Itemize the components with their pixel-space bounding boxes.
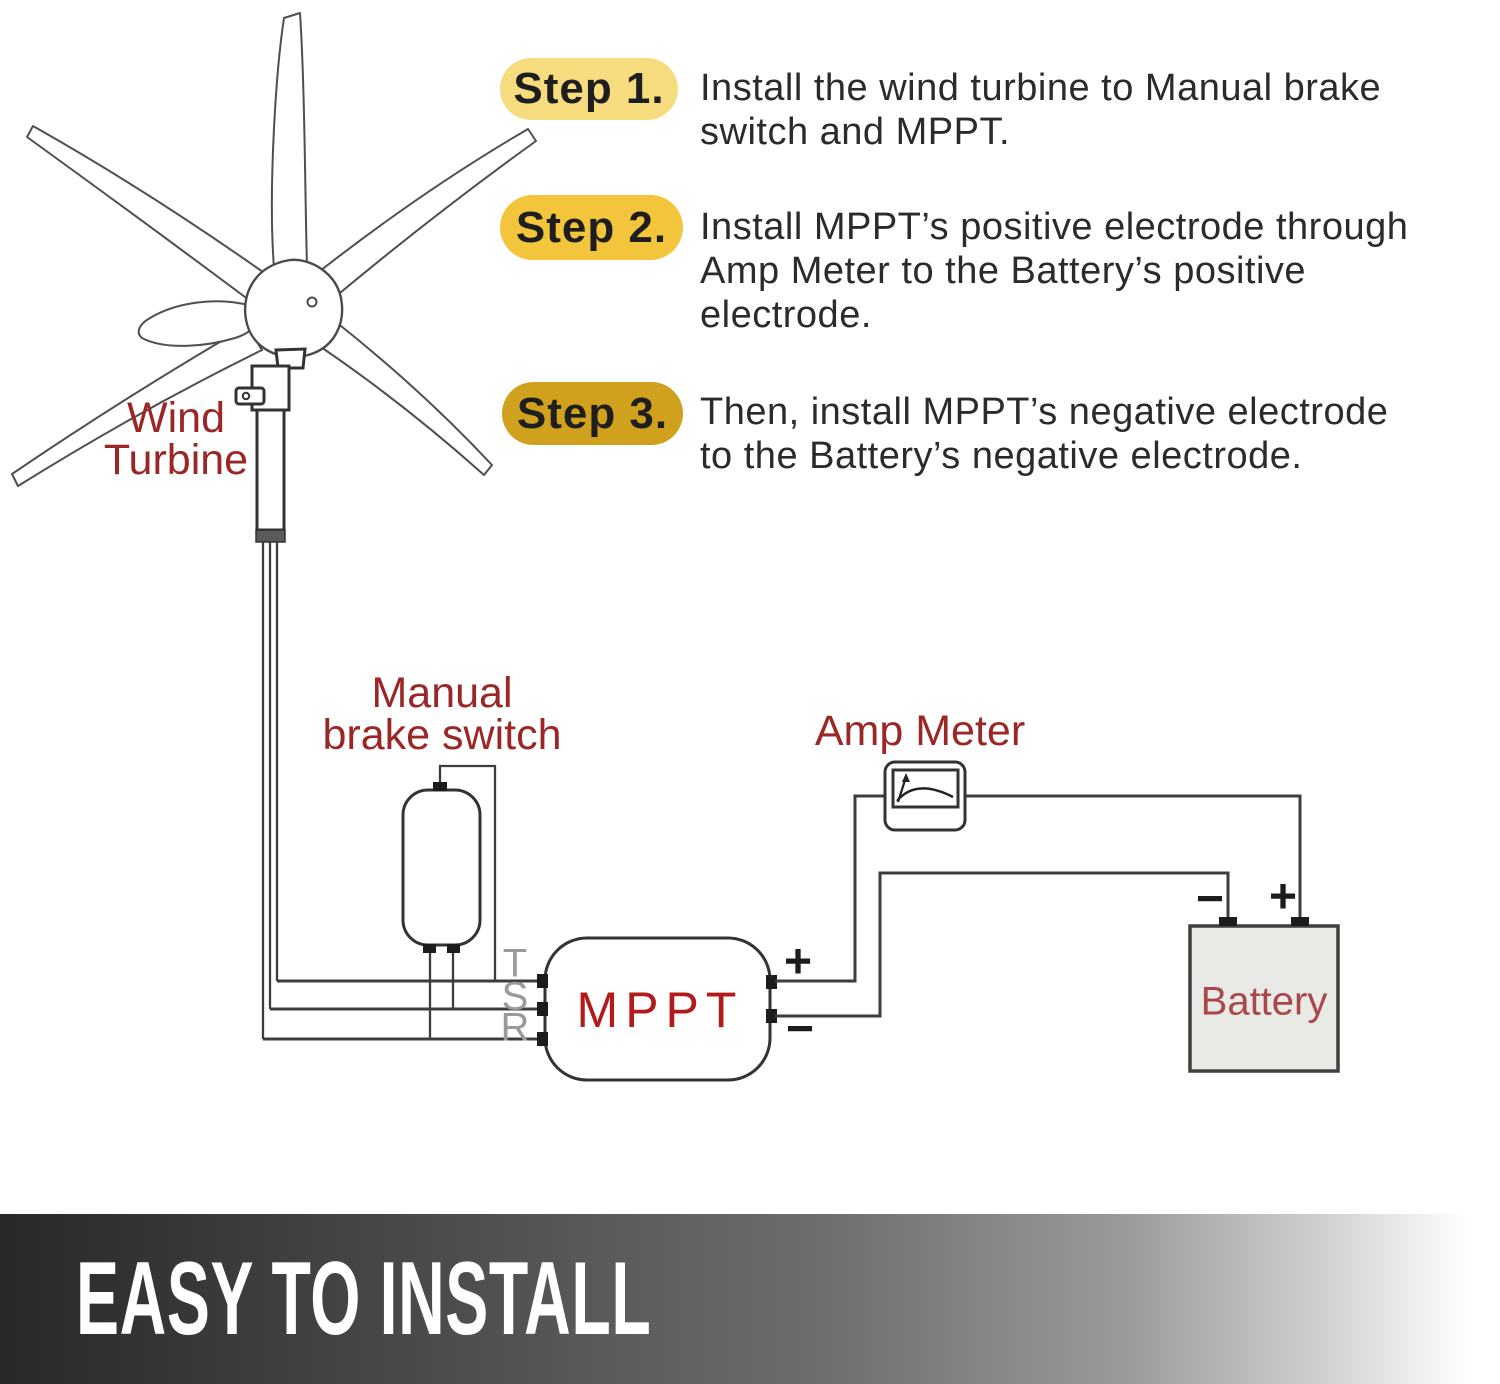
- wire-negative-mppt-to-battery: [775, 871, 1230, 1018]
- battery-terminal-plus: [1291, 917, 1309, 926]
- wind-turbine-label-line1: Wind: [127, 394, 225, 442]
- banner-title: EASY TO INSTALL: [76, 1240, 652, 1357]
- mast-clamp-bolt: [241, 391, 251, 401]
- wind-turbine-drawing: [11, 12, 537, 543]
- brake-switch-body: [401, 788, 482, 947]
- battery-plus-sign: +: [1268, 870, 1298, 924]
- mast-cap: [255, 529, 286, 543]
- turbine-phase-wires: [261, 542, 545, 1041]
- manual-brake-switch-drawing: [401, 764, 497, 1039]
- wind-turbine-label-line2: Turbine: [103, 436, 249, 484]
- turbine-neck: [274, 347, 307, 370]
- turbine-blade-lower-right: [311, 317, 493, 476]
- brake-top-wire: [438, 764, 497, 981]
- turbine-blade-upper-right: [310, 128, 537, 303]
- wire-positive-meter-to-battery: [965, 794, 1302, 918]
- mast-pole: [255, 408, 286, 532]
- amp-meter-label: Amp Meter: [814, 707, 1026, 755]
- hub-bolt-hole: [306, 296, 318, 308]
- mppt-minus-sign: −: [785, 1002, 815, 1056]
- step1-text: Install the wind turbine to Manual brake…: [700, 66, 1381, 154]
- brake-bottom-terminal-left: [423, 944, 436, 953]
- mppt-terminal-s: [537, 1002, 548, 1016]
- mppt-plus-sign: +: [783, 935, 813, 989]
- battery-drawing: [1188, 917, 1340, 1073]
- step2-text: Install MPPT’s positive electrode throug…: [700, 205, 1408, 337]
- mppt-drawing: [537, 936, 777, 1082]
- brake-top-terminal: [433, 782, 447, 791]
- step3-text-line1: Then, install MPPT’s negative electrode: [700, 391, 1389, 433]
- mppt-terminal-t: [537, 974, 548, 988]
- step3-text: Then, install MPPT’s negative electrode …: [700, 390, 1388, 478]
- terminal-letter-t: T: [502, 941, 528, 986]
- amp-meter-drawing: [883, 760, 967, 832]
- turbine-blade-up: [270, 12, 308, 269]
- step1-badge: Step 1.: [500, 58, 678, 120]
- wire-positive-mppt-to-meter: [775, 794, 885, 983]
- step1-text-line2: switch and MPPT.: [700, 111, 1010, 153]
- step2-badge: Step 2.: [500, 195, 683, 260]
- mppt-terminal-minus: [766, 1009, 777, 1023]
- terminal-letter-r: R: [500, 1005, 530, 1050]
- step2-text-line3: electrode.: [700, 294, 872, 336]
- mppt-terminal-plus: [766, 975, 777, 989]
- terminal-letter-s: S: [501, 974, 529, 1019]
- battery-terminal-minus: [1219, 917, 1237, 926]
- step3-badge: Step 3.: [502, 382, 683, 445]
- bottom-banner: EASY TO INSTALL: [0, 1214, 1500, 1384]
- gauge-needle-tip: [902, 773, 910, 782]
- step3-text-line2: to the Battery’s negative electrode.: [700, 435, 1303, 477]
- battery-minus-sign: −: [1195, 872, 1225, 926]
- mppt-terminal-r: [537, 1032, 548, 1046]
- brake-bottom-terminal-right: [447, 944, 460, 953]
- brake-switch-label-line1: Manual: [371, 669, 513, 717]
- step1-text-line1: Install the wind turbine to Manual brake: [700, 67, 1382, 109]
- step2-text-line1: Install MPPT’s positive electrode throug…: [700, 206, 1409, 248]
- wind-turbine-label: Wind Turbine: [56, 394, 296, 484]
- turbine-blade-lower-left: [11, 325, 263, 487]
- turbine-hub: [243, 258, 344, 359]
- mppt-label: MPPT: [576, 982, 744, 1038]
- brake-switch-label-line2: brake switch: [322, 711, 562, 759]
- battery-label: Battery: [1200, 979, 1328, 1024]
- brake-switch-label: Manual brake switch: [292, 669, 592, 759]
- battery-body: [1188, 924, 1340, 1073]
- turbine-blade-front: [137, 300, 257, 347]
- turbine-blade-upper-left: [26, 125, 271, 304]
- step2-text-line2: Amp Meter to the Battery’s positive: [700, 250, 1307, 292]
- analog-gauge-icon: [896, 787, 954, 802]
